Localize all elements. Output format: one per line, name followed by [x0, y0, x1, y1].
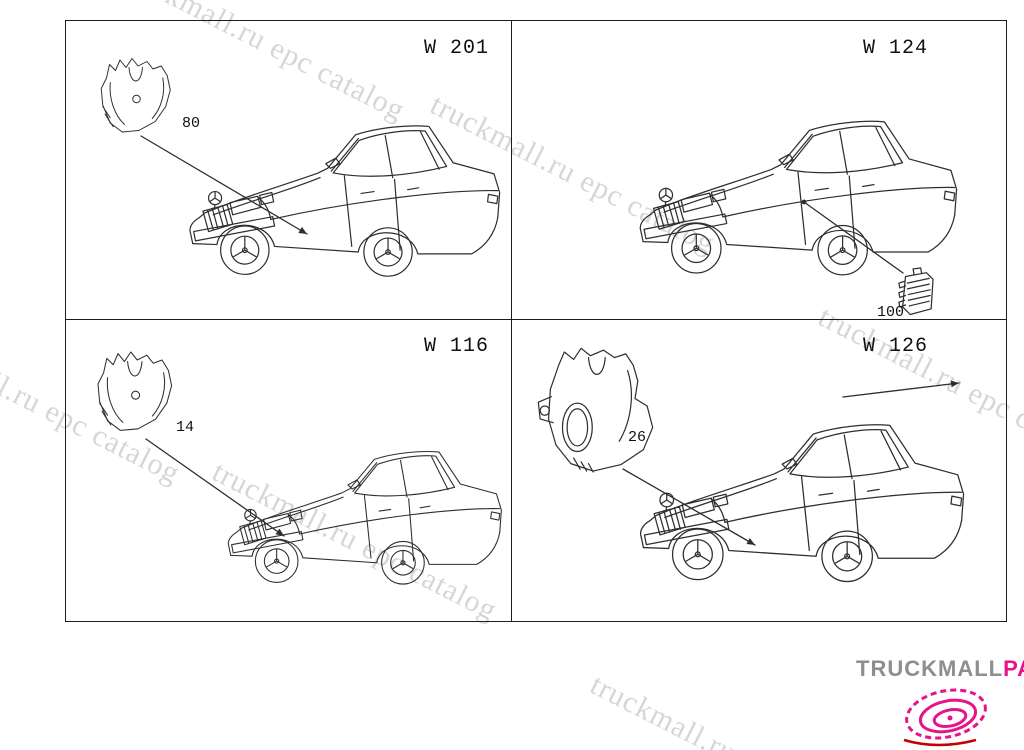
leader-line-w126	[622, 468, 756, 546]
part-drawing-cover-w116	[97, 351, 173, 431]
model-label-w126: W 126	[862, 335, 928, 358]
part-number-callout-w201: 80	[182, 115, 201, 132]
panel-art-w126	[537, 347, 965, 583]
panel-art-w124	[639, 120, 958, 316]
part-number-callout-w116: 14	[176, 419, 195, 436]
car-drawing-w116	[227, 451, 502, 585]
model-label-w201: W 201	[423, 37, 489, 60]
model-label-w116: W 116	[423, 335, 489, 358]
panel-w126[interactable]: W 126 26	[511, 319, 1006, 621]
car-drawing-w124	[639, 120, 958, 276]
leader-line-secondary-w126	[842, 380, 960, 398]
brand-logo: TRUCKMALLPARTS	[856, 656, 1024, 750]
part-number-callout-w124: 100	[877, 304, 905, 321]
logo-gear-icon	[903, 688, 987, 747]
model-grid: W 201 80 W 124 100 W 116 14	[65, 20, 1007, 622]
logo-text-parts: PARTS	[1003, 656, 1024, 681]
panel-w201[interactable]: W 201 80	[66, 21, 511, 319]
panel-w116[interactable]: W 116 14	[66, 319, 511, 621]
logo-wordmark: TRUCKMALLPARTS	[856, 656, 1024, 681]
part-drawing-cover-w201	[100, 58, 171, 133]
car-drawing-w201	[189, 125, 501, 277]
panel-art-w201	[100, 58, 501, 277]
grid-divider-horizontal	[66, 319, 1006, 320]
model-label-w124: W 124	[862, 37, 928, 60]
logo-text-truckmall: TRUCKMALL	[856, 656, 1004, 681]
grid-divider-vertical	[511, 21, 512, 621]
panel-art-w116	[97, 351, 502, 585]
car-drawing-w126	[639, 424, 965, 583]
part-number-callout-w126: 26	[628, 429, 647, 446]
panel-w124[interactable]: W 124 100	[511, 21, 1006, 321]
watermark-text: truckmall.ru epc catalog	[585, 668, 880, 750]
leader-line-w124	[801, 199, 904, 274]
part-drawing-console-w126	[537, 347, 654, 473]
leader-line-w116	[145, 438, 285, 537]
